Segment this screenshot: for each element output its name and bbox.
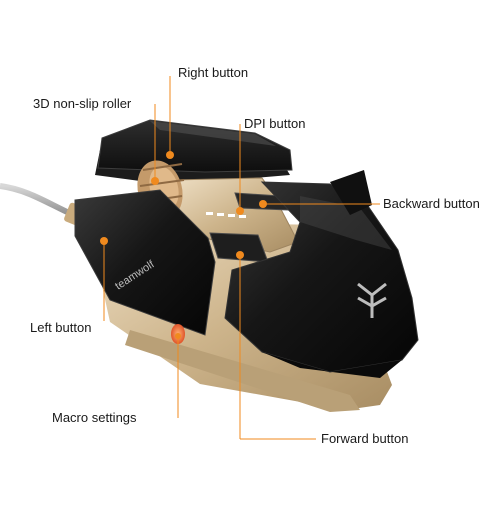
callout-backward-button: Backward button — [383, 196, 480, 211]
dpi-indicator-leds — [206, 212, 246, 218]
callout-left-button: Left button — [30, 320, 92, 335]
right-button-highlight — [150, 121, 276, 146]
callout-macro-settings: Macro settings — [52, 410, 137, 425]
callout-dpi-button: DPI button — [244, 116, 306, 131]
callout-forward-button: Forward button — [321, 431, 409, 446]
wolf-logo-icon — [357, 282, 387, 318]
palm-shell-highlight — [300, 196, 392, 250]
rear-fin — [262, 352, 402, 378]
callout-leaders — [100, 76, 380, 440]
usb-cable — [0, 183, 78, 219]
chassis-rail — [125, 330, 360, 412]
callout-right-button: Right button — [178, 65, 249, 80]
callout-roller: 3D non-slip roller — [33, 96, 132, 111]
left-button-plate — [74, 189, 216, 336]
